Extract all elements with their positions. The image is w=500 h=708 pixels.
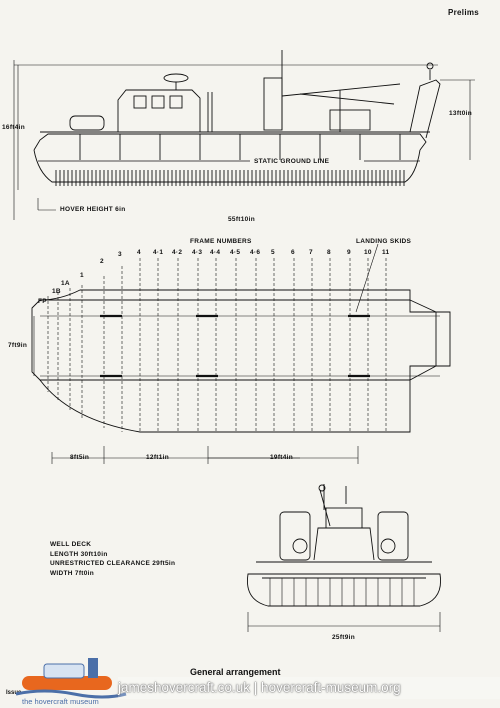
drawing-title: General arrangement [190, 667, 281, 677]
watermark-text: jameshovercraft.co.uk | hovercraft-museu… [118, 677, 500, 699]
frame-label: 10 [364, 249, 372, 256]
frame-label: 1 [80, 272, 84, 279]
aft-height-label: 13ft0in [449, 110, 473, 117]
well-deck-clearance: UNRESTRICTED CLEARANCE 29ft5in [50, 560, 176, 567]
well-deck-width: WIDTH 7ft0in [50, 569, 95, 577]
front-view-hull [246, 484, 442, 632]
overall-length-label: 55ft10in [228, 216, 255, 223]
bow-dimension-label: 8ft5in [70, 454, 90, 461]
section-label: Prelims [448, 8, 480, 17]
front-width-label: 25ft9in [332, 634, 356, 641]
beam-label: 7ft9in [8, 342, 28, 349]
issue-label: Issue [6, 690, 22, 696]
frame-label: FP [38, 298, 47, 305]
frame-label: 4·1 [153, 249, 164, 256]
frame-label: 4·4 [210, 249, 221, 256]
side-view-hull [13, 60, 475, 220]
aft-dimension-label: 19ft4in [270, 454, 294, 461]
well-deck-specs: WELL DECK LENGTH 30ft10in UNRESTRICTED C… [50, 540, 175, 578]
frame-label: 1B [52, 288, 61, 295]
frame-numbers-title: FRAME NUMBERS [190, 238, 252, 245]
frame-label: 6 [291, 249, 295, 256]
plan-view-hull [31, 243, 451, 464]
overall-height-label: 16ft4in [2, 124, 26, 131]
well-deck-heading: WELL DECK [50, 541, 92, 548]
frame-label: 3 [118, 251, 122, 258]
hover-height-label: HOVER HEIGHT 6in [60, 206, 126, 213]
hovercraft-museum-logo [15, 658, 127, 699]
frame-label: 4·2 [172, 249, 183, 256]
frame-label: 8 [327, 249, 331, 256]
frame-label: 4·6 [250, 249, 261, 256]
frame-label: 4 [137, 249, 141, 256]
frame-label: 11 [382, 249, 390, 256]
frame-label: 4·3 [192, 249, 203, 256]
frame-label: 4·5 [230, 249, 241, 256]
frame-label: 7 [309, 249, 313, 256]
frame-label: 1A [61, 280, 70, 287]
frame-label: 9 [347, 249, 351, 256]
logo-text: the hovercraft museum [22, 697, 99, 706]
static-ground-line-label: STATIC GROUND LINE [254, 158, 330, 165]
frame-label: 2 [100, 258, 104, 265]
landing-skids-label: LANDING SKIDS [356, 238, 412, 245]
well-deck-length: LENGTH 30ft10in [50, 550, 108, 558]
frame-label: 5 [271, 249, 275, 256]
mid-dimension-label: 12ft1in [146, 454, 170, 461]
side-view-superstructure [40, 50, 441, 139]
